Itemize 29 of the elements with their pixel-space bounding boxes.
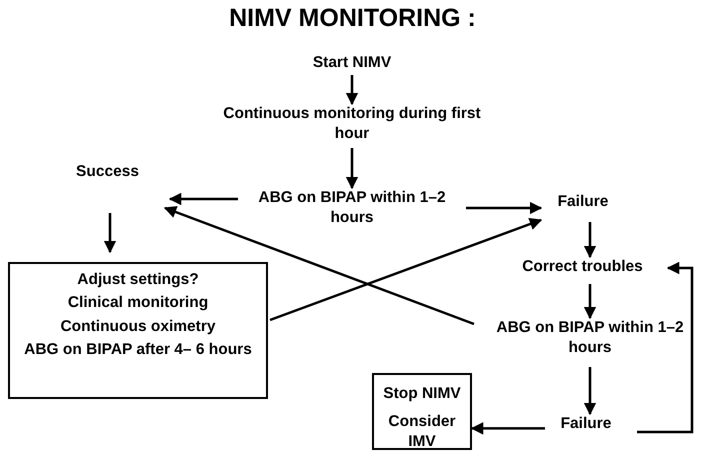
arrow (637, 262, 694, 434)
process-box (8, 262, 268, 399)
flow-step-text: Failure (545, 414, 627, 438)
arrow (346, 148, 358, 190)
flow-step-text: Continuous monitoring during first hour (222, 104, 482, 148)
arrow (270, 218, 542, 322)
box-text-line: Clinical monitoring (66, 293, 210, 313)
box-text-line: Consider IMV (387, 412, 457, 451)
box-text-line: Stop NIMV (382, 384, 462, 404)
arrow (168, 192, 238, 206)
arrow (470, 422, 545, 435)
arrow (584, 222, 596, 258)
arrow (466, 202, 542, 214)
box-text-line: Continuous oximetry (59, 316, 216, 336)
flow-step-text: Start NIMV (282, 53, 422, 75)
process-box (372, 373, 472, 450)
flow-step-text: ABG on BIPAP within 1–2 hours (238, 188, 466, 232)
flow-step-text: Success (45, 162, 170, 208)
flow-step-text: Correct troubles (500, 257, 665, 281)
arrow (104, 213, 116, 254)
flow-step-text: ABG on BIPAP within 1–2 hours (474, 318, 705, 362)
flow-step-text: Failure (541, 192, 625, 220)
arrow (164, 206, 474, 326)
diagram-title: NIMV MONITORING : (228, 4, 477, 33)
box-text-line: Adjust settings? (76, 270, 200, 290)
arrow (584, 367, 596, 416)
arrow (346, 75, 358, 106)
arrow (584, 284, 596, 320)
box-text-line: ABG on BIPAP after 4– 6 hours (23, 340, 253, 360)
